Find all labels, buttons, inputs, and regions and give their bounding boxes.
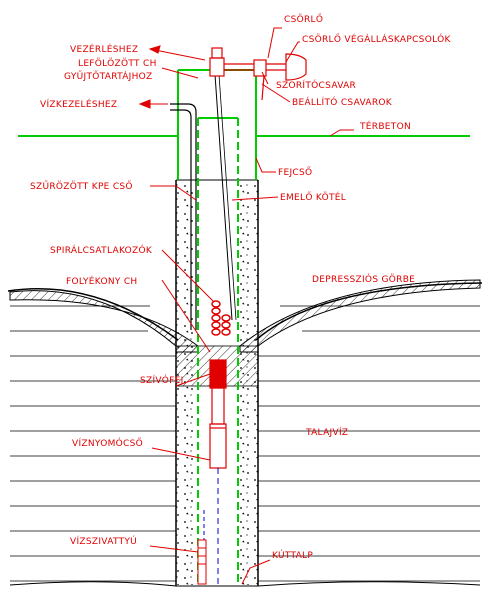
label-vizkezeleshez: VÍZKEZELÉSHEZ: [40, 98, 117, 110]
groundwater-lines: [10, 305, 480, 582]
label-kuttalp: KÚTTALP: [272, 549, 313, 561]
label-lefolozott-ch-1: LEFÖLÖZÖTT CH: [78, 58, 157, 69]
label-viznyomocso: VÍZNYOMÓCSŐ: [72, 437, 143, 449]
label-vizszivattyu: VÍZSZIVATTYÚ: [70, 535, 137, 547]
winch: [209, 47, 307, 101]
riser-pipe: [170, 103, 197, 330]
label-depresszios: DEPRESSZIÓS GÖRBE: [312, 273, 415, 285]
casing-pipe: [177, 69, 257, 180]
label-vezerleshez: VEZÉRLÉSHEZ: [70, 43, 138, 55]
label-terbeton: TÉRBETON: [359, 120, 411, 132]
label-csorlo: CSÖRLŐ: [284, 14, 323, 25]
label-szoritocsavar: SZORÍTÓCSAVAR: [276, 79, 356, 91]
label-lefolozott-ch-2: GYŰJTŐTARTÁJHOZ: [64, 70, 153, 82]
ground-surface-right: [255, 282, 483, 341]
spiral-connectors: [211, 300, 231, 336]
label-beallito: BEÁLLÍTÓ CSAVAROK: [292, 96, 393, 108]
label-fejcso: FEJCSŐ: [278, 167, 312, 178]
well-pump: [197, 510, 207, 585]
label-emelo: EMELŐ KÖTÉL: [280, 191, 346, 203]
depression-curve-right: [239, 279, 481, 353]
label-folyekony: FOLYÉKONY CH: [66, 275, 138, 287]
label-talajviz: TALAJVÍZ: [305, 426, 348, 438]
label-spiral: SPIRÁLCSATLAKOZÓK: [50, 244, 153, 256]
pump-assembly: [209, 359, 227, 469]
bottom-line: [9, 581, 481, 587]
label-szurozott: SZŰRÖZÖTT KPE CSŐ: [30, 181, 133, 192]
leader-lines: [138, 27, 354, 585]
ground-surface: [7, 288, 179, 341]
label-csorlo-vegallas: CSÖRLŐ VÉGÁLLÁSKAPCSOLÓK: [302, 33, 451, 45]
label-szivofej: SZÍVÓFEJ: [140, 374, 184, 386]
hoist-rope: [213, 59, 233, 321]
